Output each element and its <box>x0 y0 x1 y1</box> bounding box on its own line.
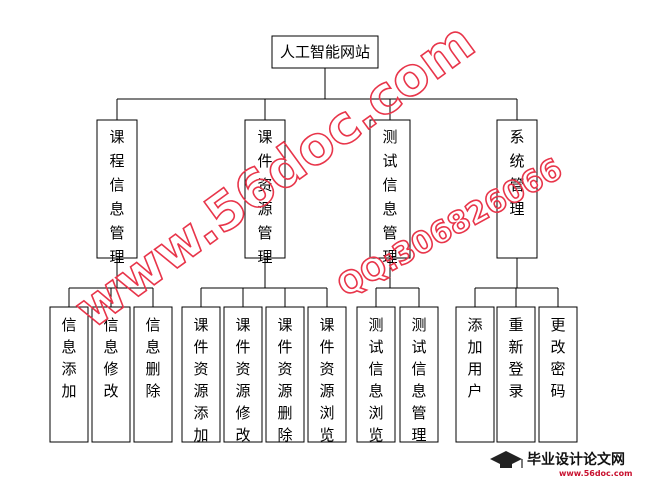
child-node-2-1-box <box>181 306 221 443</box>
connector-lines <box>68 68 559 307</box>
child-node-3-1: 测试信息浏览 <box>356 306 396 444</box>
module-node-3: 测试信息管理 <box>369 119 411 266</box>
module-node-1-label: 课程信息管理 <box>109 128 124 266</box>
child-node-1-2-label: 信息修改 <box>103 316 118 400</box>
child-node-1-1: 信息添加 <box>49 306 89 443</box>
child-node-2-3: 课件资源删除 <box>265 306 305 444</box>
child-node-4-3-box <box>538 306 578 443</box>
child-node-2-2-box <box>223 306 263 443</box>
child-node-3-1-label: 测试信息浏览 <box>368 316 383 444</box>
child-node-4-3-label: 更改密码 <box>550 316 565 400</box>
child-node-2-4: 课件资源浏览 <box>307 306 347 444</box>
root-node-label: 人工智能网站 <box>280 43 370 61</box>
child-node-2-1: 课件资源添加 <box>181 306 221 444</box>
child-node-1-1-box <box>49 306 89 443</box>
module-node-1: 课程信息管理 <box>96 119 138 266</box>
module-node-3-box <box>369 119 411 259</box>
child-node-2-1-label: 课件资源添加 <box>193 316 208 444</box>
child-node-4-3: 更改密码 <box>538 306 578 443</box>
child-node-4-1-box <box>455 306 495 443</box>
module-node-4: 系统管理 <box>496 119 538 259</box>
root-node: 人工智能网站 <box>271 35 379 69</box>
child-node-2-4-label: 课件资源浏览 <box>319 316 334 444</box>
module-node-1-box <box>96 119 138 259</box>
module-node-4-label: 系统管理 <box>509 128 524 218</box>
child-node-3-2-box <box>399 306 439 443</box>
root-node-box <box>271 35 379 69</box>
module-node-2-label: 课件资源管理 <box>257 128 272 266</box>
child-node-4-2-label: 重新登录 <box>508 316 523 400</box>
child-node-4-1-label: 添加用户 <box>467 316 482 400</box>
child-node-3-1-box <box>356 306 396 443</box>
child-node-4-2-box <box>496 306 536 443</box>
child-node-1-3: 信息删除 <box>133 306 173 443</box>
child-node-3-2-label: 测试信息管理 <box>411 316 426 444</box>
footer-logo: 毕业设计论文网 www.56doc.com <box>490 451 632 478</box>
child-node-1-2: 信息修改 <box>91 306 131 443</box>
footer-title: 毕业设计论文网 <box>527 451 625 468</box>
module-node-3-label: 测试信息管理 <box>382 128 397 266</box>
child-node-1-3-box <box>133 306 173 443</box>
child-node-2-3-label: 课件资源删除 <box>277 316 292 444</box>
child-node-3-2: 测试信息管理 <box>399 306 439 444</box>
child-node-2-3-box <box>265 306 305 443</box>
module-node-2-box <box>244 119 286 259</box>
footer-url: www.56doc.com <box>559 469 632 478</box>
child-node-1-2-box <box>91 306 131 443</box>
module-node-2: 课件资源管理 <box>244 119 286 266</box>
child-node-1-1-label: 信息添加 <box>61 316 76 400</box>
child-node-4-2: 重新登录 <box>496 306 536 443</box>
child-node-1-3-label: 信息删除 <box>145 316 160 400</box>
child-node-4-1: 添加用户 <box>455 306 495 443</box>
graduation-cap-icon <box>490 451 523 468</box>
module-node-4-box <box>496 119 538 259</box>
child-node-2-2-label: 课件资源修改 <box>235 316 250 444</box>
child-node-2-4-box <box>307 306 347 443</box>
child-node-2-2: 课件资源修改 <box>223 306 263 444</box>
